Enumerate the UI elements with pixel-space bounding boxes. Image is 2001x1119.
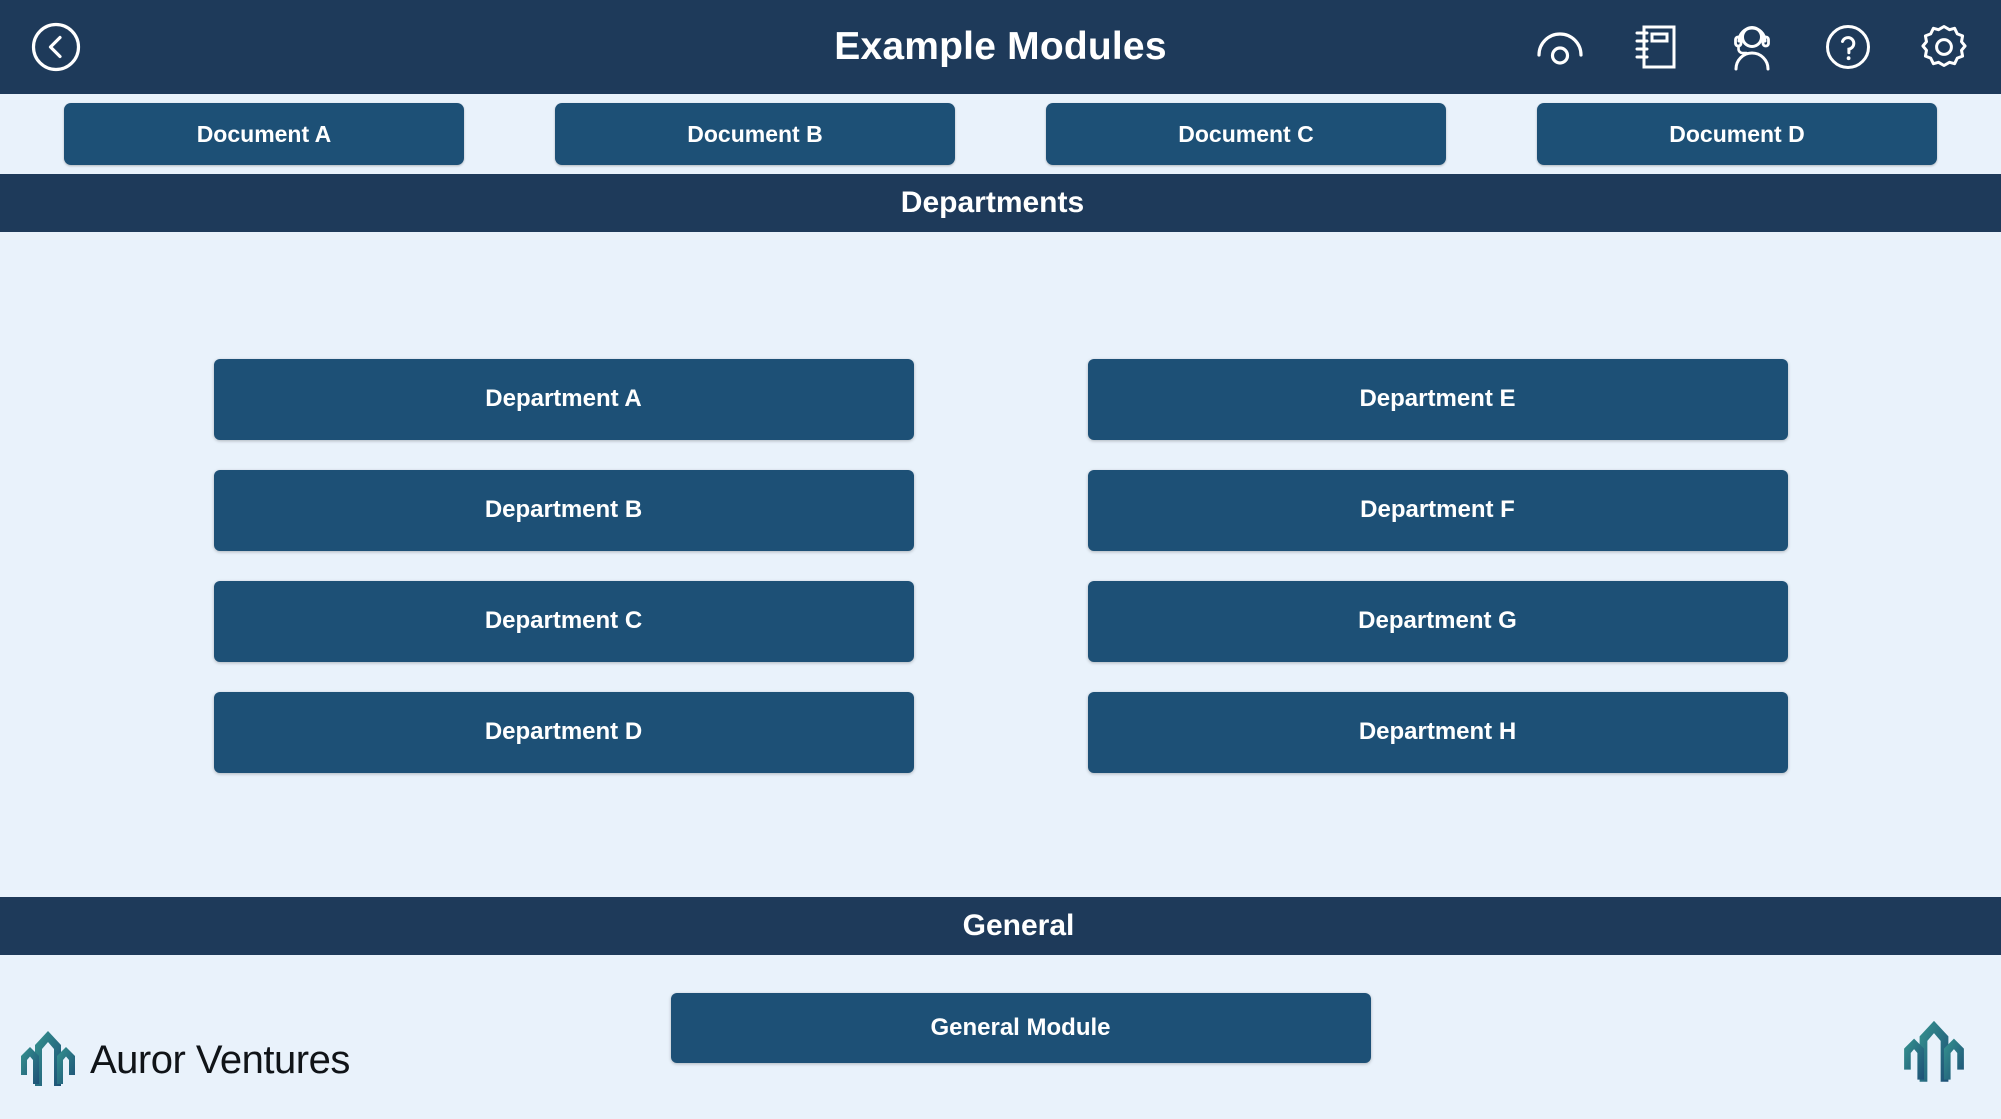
department-button-c[interactable]: Department C — [213, 580, 914, 662]
document-button-d[interactable]: Document D — [1537, 103, 1937, 165]
notebook-icon — [1635, 25, 1676, 69]
general-area: General Module Auror Ventures — [0, 955, 2001, 1119]
general-section-header: General — [0, 897, 2001, 955]
back-button[interactable] — [28, 19, 84, 75]
general-module-button[interactable]: General Module — [670, 993, 1371, 1063]
departments-grid: Department A Department E Department B D… — [213, 351, 1788, 773]
gear-icon — [1921, 25, 1967, 67]
department-button-e[interactable]: Department E — [1087, 358, 1788, 440]
header-icon-group — [1533, 20, 1971, 74]
support-agent-button[interactable] — [1725, 20, 1779, 74]
visibility-eye-button[interactable] — [1533, 20, 1587, 74]
department-button-d[interactable]: Department D — [213, 691, 914, 773]
support-agent-icon — [1734, 26, 1770, 71]
departments-section-title: Departments — [900, 186, 1085, 219]
document-button-c[interactable]: Document C — [1046, 103, 1446, 165]
department-button-b[interactable]: Department B — [213, 469, 914, 551]
brand-logo-right — [1903, 1018, 1965, 1093]
auror-ventures-logo-icon — [1904, 1020, 1964, 1082]
help-circle-icon — [1826, 25, 1870, 69]
department-button-h[interactable]: Department H — [1087, 691, 1788, 773]
app-header: Example Modules — [0, 0, 2001, 94]
auror-ventures-logo-icon — [21, 1031, 75, 1086]
visibility-eye-icon — [1537, 32, 1583, 65]
notebook-button[interactable] — [1629, 20, 1683, 74]
settings-button[interactable] — [1917, 20, 1971, 74]
department-button-f[interactable]: Department F — [1087, 469, 1788, 551]
departments-area: Department A Department E Department B D… — [0, 232, 2001, 897]
brand-name: Auror Ventures — [90, 1037, 350, 1082]
chevron-left-circle-icon — [31, 22, 81, 72]
department-button-g[interactable]: Department G — [1087, 580, 1788, 662]
brand-logo: Auror Ventures — [20, 1029, 350, 1091]
department-button-a[interactable]: Department A — [213, 358, 914, 440]
help-button[interactable] — [1821, 20, 1875, 74]
document-button-b[interactable]: Document B — [555, 103, 955, 165]
departments-section-header: Departments — [0, 174, 2001, 232]
document-button-row: Document A Document B Document C Documen… — [0, 94, 2001, 174]
document-button-a[interactable]: Document A — [64, 103, 464, 165]
general-section-title: General — [962, 909, 1075, 942]
